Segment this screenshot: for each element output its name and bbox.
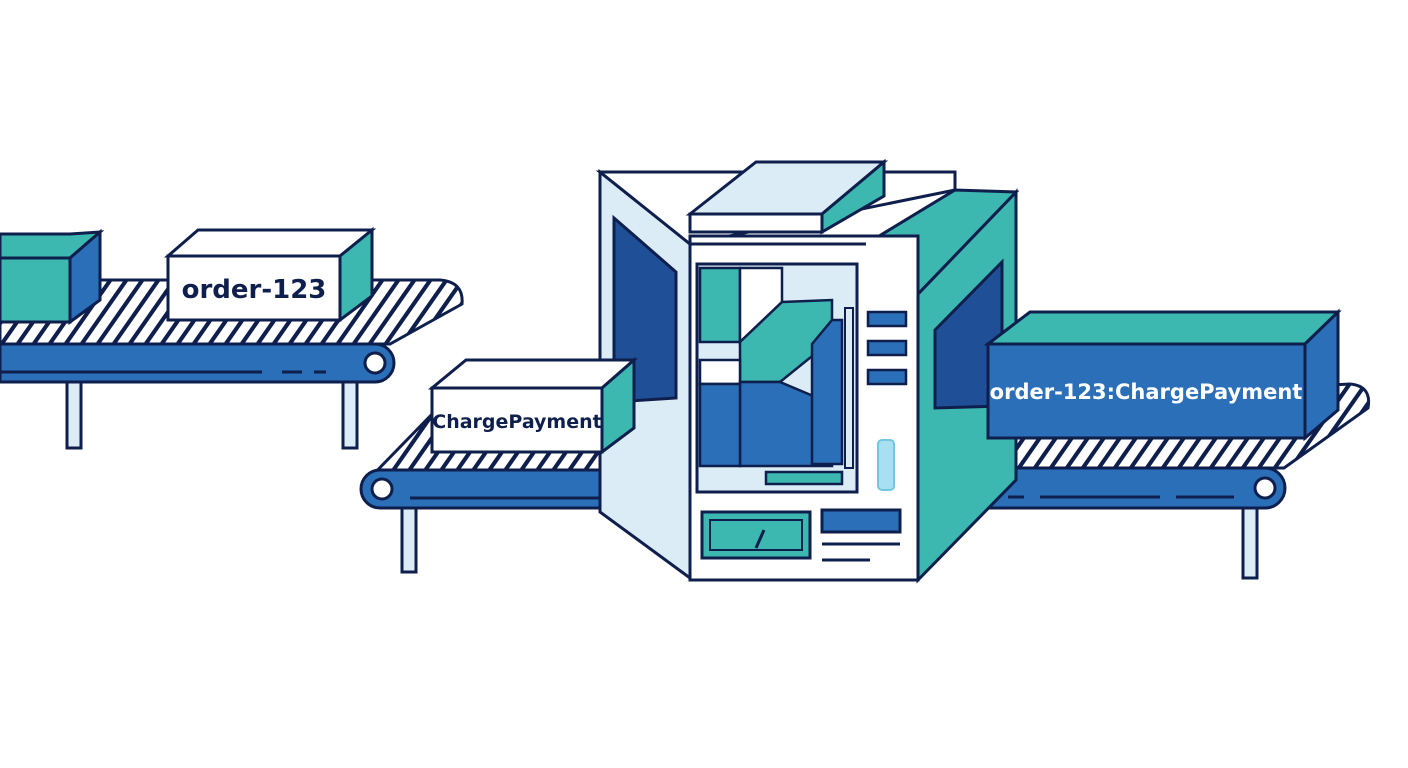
box-combined-key: order-123:ChargePayment [983, 308, 1342, 442]
machine-window [695, 262, 859, 494]
box-order-id: order-123 [163, 226, 377, 323]
machine-top-block [685, 158, 889, 235]
machine-bottom-panel [700, 508, 902, 562]
left-conveyor-legs [65, 378, 359, 450]
box-order-id-label: order-123 [182, 275, 327, 305]
box-command-label: ChargePayment [432, 411, 601, 433]
machine-control-strip [844, 307, 908, 491]
box-command: ChargePayment [427, 356, 638, 455]
main-conveyor-roller-right [1253, 476, 1277, 500]
processing-machine [595, 158, 1020, 584]
main-conveyor-roller-left [370, 477, 394, 501]
left-conveyor-belt-side [0, 342, 396, 384]
left-conveyor-roller [363, 351, 387, 375]
box-left-edge [0, 228, 105, 325]
box-combined-key-label: order-123:ChargePayment [990, 380, 1303, 404]
